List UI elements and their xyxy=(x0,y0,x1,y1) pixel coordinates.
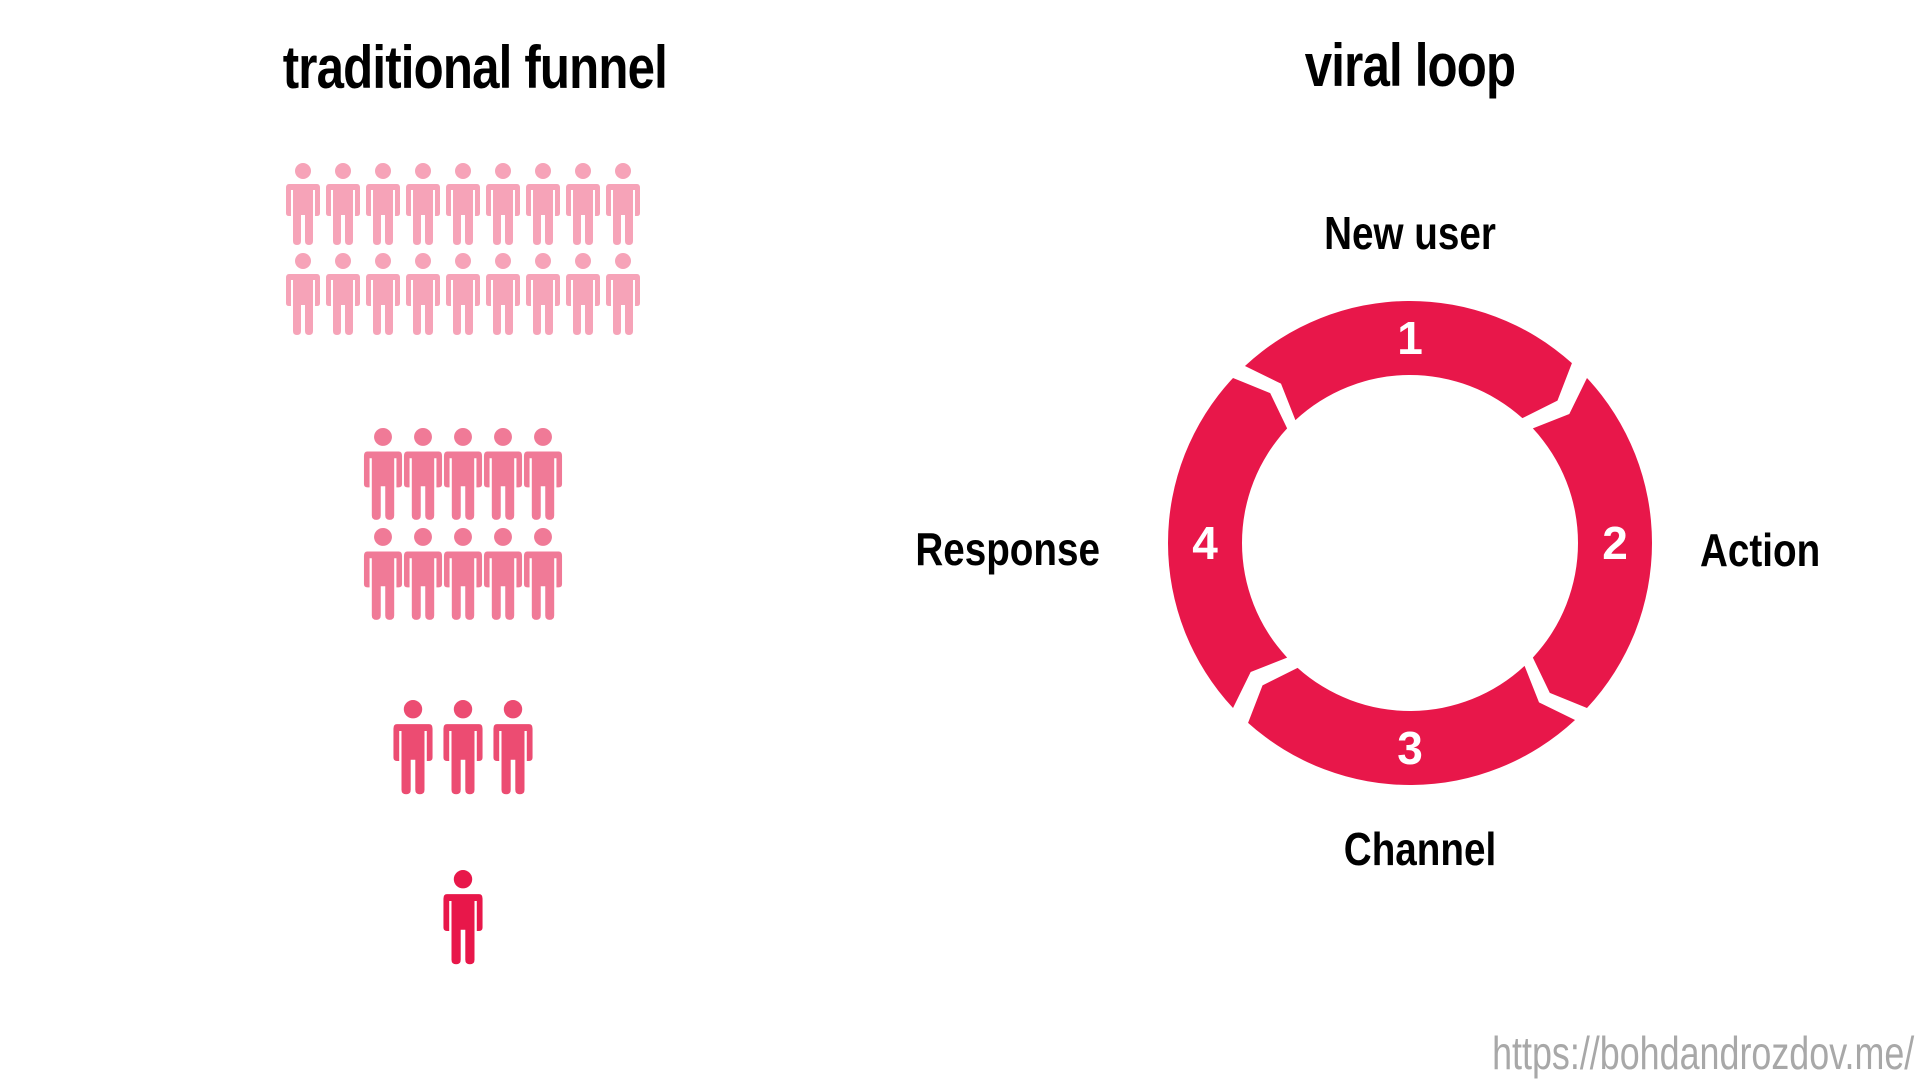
person-icon xyxy=(363,528,403,620)
person-icon xyxy=(366,163,400,245)
loop-label-channel: Channel xyxy=(1343,823,1497,875)
funnel-stage-4 xyxy=(443,870,483,965)
loop-number-4: 4 xyxy=(1192,517,1218,569)
loop-number-2: 2 xyxy=(1602,517,1628,569)
loop-segment-4 xyxy=(1168,377,1288,709)
person-icon xyxy=(606,253,640,335)
loop-segment-1 xyxy=(1244,301,1572,421)
funnel-title: traditional funnel xyxy=(282,34,668,101)
person-icon xyxy=(566,163,600,245)
person-icon xyxy=(403,528,443,620)
loop-segment-2 xyxy=(1532,377,1652,709)
person-icon xyxy=(446,163,480,245)
person-icon xyxy=(406,163,440,245)
person-icon xyxy=(493,700,533,795)
loop-segment-3 xyxy=(1248,665,1576,785)
person-icon xyxy=(606,163,640,245)
person-icon xyxy=(443,528,483,620)
loop-number-1: 1 xyxy=(1397,312,1423,364)
loop-label-new-user: New user xyxy=(1324,207,1496,259)
person-icon xyxy=(366,253,400,335)
person-icon xyxy=(526,253,560,335)
person-icon xyxy=(363,428,403,520)
person-icon xyxy=(486,163,520,245)
person-icon xyxy=(406,253,440,335)
funnel-stage-2 xyxy=(363,428,563,620)
funnel-stage-1 xyxy=(286,163,640,335)
person-icon xyxy=(483,428,523,520)
loop-label-response: Response xyxy=(915,523,1100,575)
loop-number-3: 3 xyxy=(1397,722,1423,774)
person-icon xyxy=(523,428,563,520)
person-icon xyxy=(443,428,483,520)
person-icon xyxy=(286,163,320,245)
person-icon xyxy=(446,253,480,335)
person-icon xyxy=(566,253,600,335)
footer-url: https://bohdandrozdov.me/ xyxy=(1491,1027,1914,1079)
person-icon xyxy=(286,253,320,335)
person-icon xyxy=(326,253,360,335)
person-icon xyxy=(526,163,560,245)
person-icon xyxy=(483,528,523,620)
person-icon xyxy=(443,870,483,965)
person-icon xyxy=(523,528,563,620)
person-icon xyxy=(326,163,360,245)
person-icon xyxy=(403,428,443,520)
loop-title: viral loop xyxy=(1304,32,1516,99)
person-icon xyxy=(393,700,433,795)
person-icon xyxy=(486,253,520,335)
person-icon xyxy=(443,700,483,795)
funnel-stage-3 xyxy=(393,700,533,795)
loop-label-action: Action xyxy=(1700,524,1821,576)
